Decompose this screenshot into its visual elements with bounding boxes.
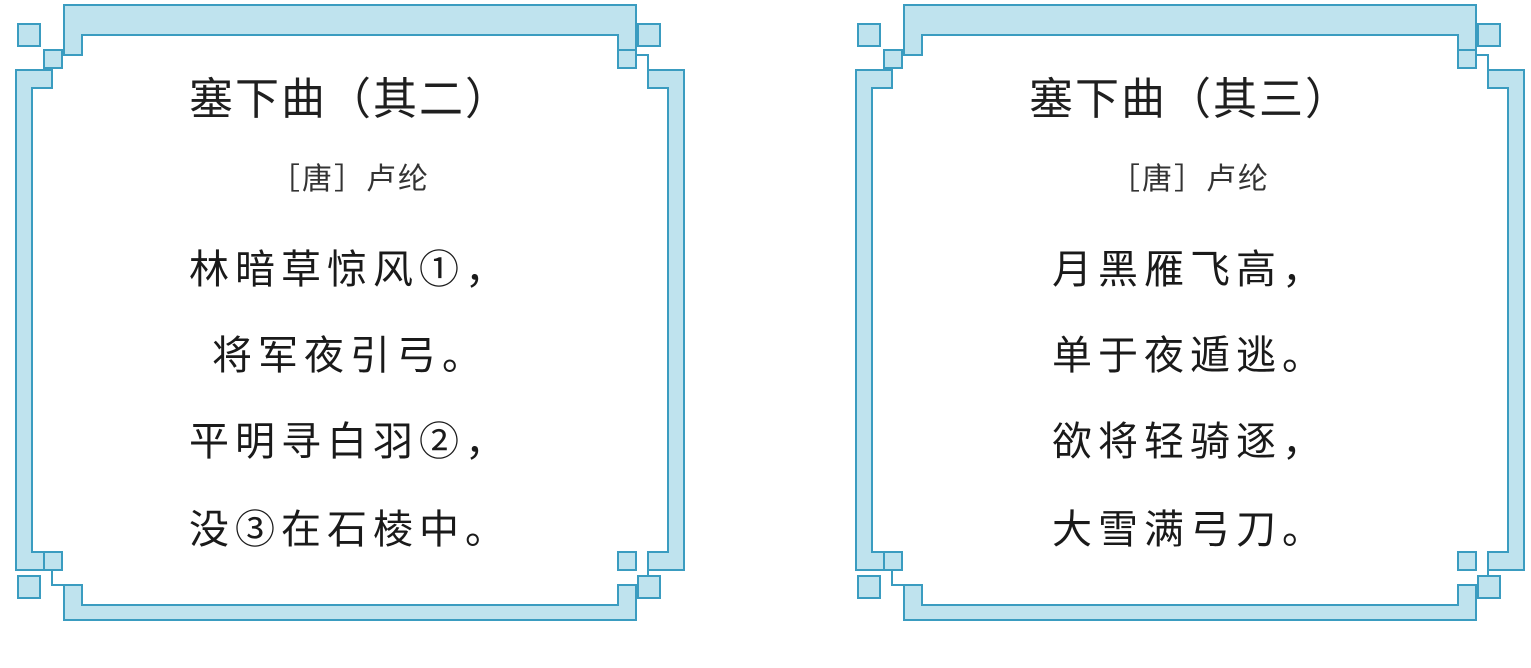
poem-line: 林暗草惊风①， [189, 247, 511, 293]
poem-line: 平明寻白羽②， [189, 419, 511, 465]
poem-line: 大雪满弓刀。 [1052, 507, 1328, 553]
poem-card-1: 塞下曲（其二） ［唐］卢纶 林暗草惊风①， 将军夜引弓。 平明寻白羽②， 没③在… [0, 0, 700, 640]
poem-line: 欲将轻骑逐， [1052, 419, 1328, 465]
poem-line: 没③在石棱中。 [189, 507, 511, 553]
decorative-frame [15, 4, 685, 621]
poem-content: 塞下曲（其三） ［唐］卢纶 月黑雁飞高， 单于夜遁逃。 欲将轻骑逐， 大雪满弓刀… [920, 0, 1460, 640]
decorative-frame [855, 4, 1525, 621]
poem-line: 月黑雁飞高， [1052, 247, 1328, 293]
poem-title: 塞下曲（其三） [1029, 74, 1351, 125]
poem-content: 塞下曲（其二） ［唐］卢纶 林暗草惊风①， 将军夜引弓。 平明寻白羽②， 没③在… [80, 0, 620, 640]
poem-author: ［唐］卢纶 [270, 162, 430, 197]
poem-title: 塞下曲（其二） [189, 74, 511, 125]
poem-line: 将军夜引弓。 [212, 333, 488, 379]
poem-card-2: 塞下曲（其三） ［唐］卢纶 月黑雁飞高， 单于夜遁逃。 欲将轻骑逐， 大雪满弓刀… [840, 0, 1531, 640]
poem-author: ［唐］卢纶 [1110, 162, 1270, 197]
poem-line: 单于夜遁逃。 [1052, 333, 1328, 379]
